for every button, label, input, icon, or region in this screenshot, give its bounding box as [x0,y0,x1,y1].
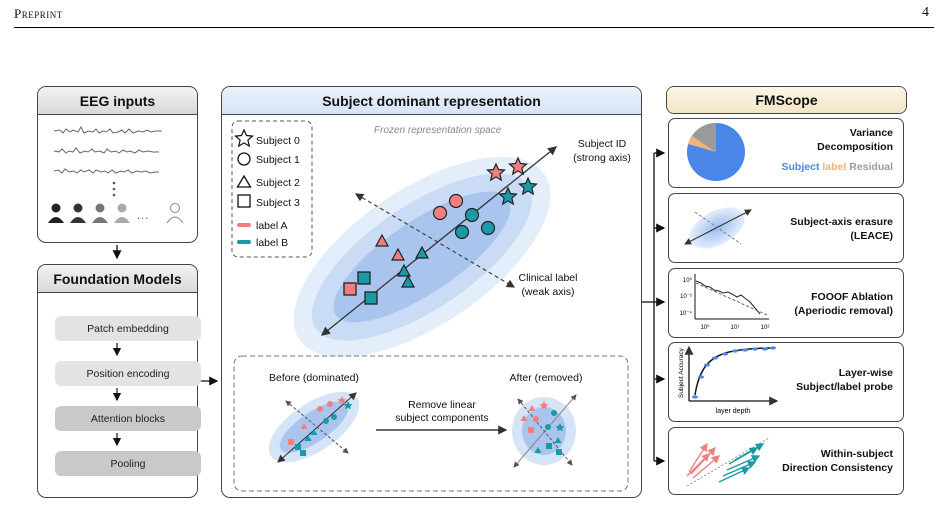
probe-xlabel: layer depth [716,408,751,415]
fmscope-title-box: FMScope [666,86,907,114]
subject-3-points [343,271,378,305]
person-icon-5 [166,203,184,224]
running-header: Preprint [14,6,63,21]
fooof-ytick-0: 10⁰ [683,277,693,284]
frozen-space-label: Frozen representation space [374,125,502,136]
legend-label-a-swatch [237,223,251,227]
transform-label-2: subject components [395,412,488,424]
fooof-card: 10⁰ 10⁻² 10⁻⁴ 10⁰ 10¹ 10² FOOOF Ablation… [668,268,904,338]
legend-subject-3: Subject 3 [256,197,300,209]
after-label: After (removed) [510,372,583,384]
legend-triangle-icon [236,174,252,188]
eeg-wave-3 [53,168,159,174]
legend-subject-0: Subject 0 [256,135,300,147]
weak-axis-label-1: Clinical label [519,272,578,284]
eeg-wave-2 [53,147,159,154]
person-icon-4 [114,203,130,223]
representation-space-diagram: Subject 0 Subject 1 Subject 2 Subject 3 … [231,120,631,492]
after-mini-plot [512,394,577,468]
before-label: Before (dominated) [269,372,359,384]
direction-mini [686,437,770,487]
foundation-models-panel: Foundation Models Patch embedding Positi… [37,264,201,498]
fooof-ytick-1: 10⁻² [680,294,692,300]
pie-residual [692,123,716,152]
legend-subject-1: Subject 1 [256,154,300,166]
person-icon-3 [92,203,108,223]
transform-label-1: Remove linear [408,399,476,411]
probe-title-1: Layer-wise [838,367,893,379]
legend-subject-2: Subject 2 [256,177,300,189]
attention-blocks-block: Attention blocks [55,406,201,431]
foundation-models-title: Foundation Models [38,265,197,293]
before-mini-plot [268,391,360,463]
eeg-signals [48,125,184,224]
probe-card: Subject Accuracy layer depth Layer-wise … [668,342,904,422]
eeg-inputs-title: EEG inputs [38,87,197,115]
fooof-title-2: (Aperiodic removal) [794,305,893,317]
fooof-xtick-1: 10¹ [731,325,740,331]
subject-1-points [432,193,496,240]
legend-label-a: label A [256,220,288,232]
before-after-box [233,355,629,492]
variance-title-1: Variance [849,127,893,139]
person-icon-1 [48,203,64,223]
legend-label-b: label B [256,237,288,249]
subjects-ellipsis: … [136,207,149,222]
eeg-wave-1 [53,125,162,134]
strong-axis-label-2: (strong axis) [573,152,631,164]
legend-box [231,120,313,258]
leace-title-1: Subject-axis erasure [790,216,893,228]
legend-square-icon [237,194,251,208]
legend-label-b-swatch [237,240,251,244]
fooof-xtick-2: 10² [761,325,770,331]
fooof-mini-plot: 10⁰ 10⁻² 10⁻⁴ 10⁰ 10¹ 10² [680,274,770,331]
header-rule [14,27,934,28]
legend-label: label [822,161,847,173]
legend-star-icon [234,128,254,148]
subject-0-points [486,156,538,206]
probe-title-2: Subject/label probe [796,381,893,393]
probe-ylabel: Subject Accuracy [678,347,685,398]
pooling-block: Pooling [55,451,201,476]
fooof-title-1: FOOOF Ablation [811,291,893,303]
variance-legend: Subject label Residual [782,161,893,173]
pie-label [688,136,716,152]
variance-pie [687,123,745,181]
variance-card: Variance Decomposition Subject label Res… [668,118,904,188]
strong-axis-label-1: Subject ID [578,138,627,150]
patch-embedding-block: Patch embedding [55,316,201,341]
leace-card: Subject-axis erasure (LEACE) [668,193,904,263]
legend-residual: Residual [849,161,893,173]
legend-circle-icon [237,152,251,166]
fooof-xtick-0: 10⁰ [700,324,710,331]
fooof-ytick-2: 10⁻⁴ [680,310,693,317]
weak-axis-label-2: (weak axis) [521,286,574,298]
strong-axis [320,146,558,336]
direction-title-1: Within-subject [820,448,893,460]
eeg-inputs-panel: EEG inputs … [37,86,198,243]
fmscope-title: FMScope [667,87,906,113]
leace-title-2: (LEACE) [850,230,893,242]
direction-title-2: Direction Consistency [782,462,893,474]
subject-2-points [374,233,430,288]
page-number: 4 [922,5,929,20]
legend-subject: Subject [781,161,820,173]
person-icon-2 [70,203,86,223]
probe-mini-plot: Subject Accuracy layer depth [678,345,779,415]
leace-mini [684,207,752,249]
subject-dominant-panel: Subject dominant representation [221,86,642,498]
position-encoding-block: Position encoding [55,361,201,386]
direction-card: Within-subject Direction Consistency [668,427,904,495]
subject-dominant-title: Subject dominant representation [222,87,641,115]
variance-title-2: Decomposition [817,141,893,153]
fm-flow-arrows [112,343,122,447]
